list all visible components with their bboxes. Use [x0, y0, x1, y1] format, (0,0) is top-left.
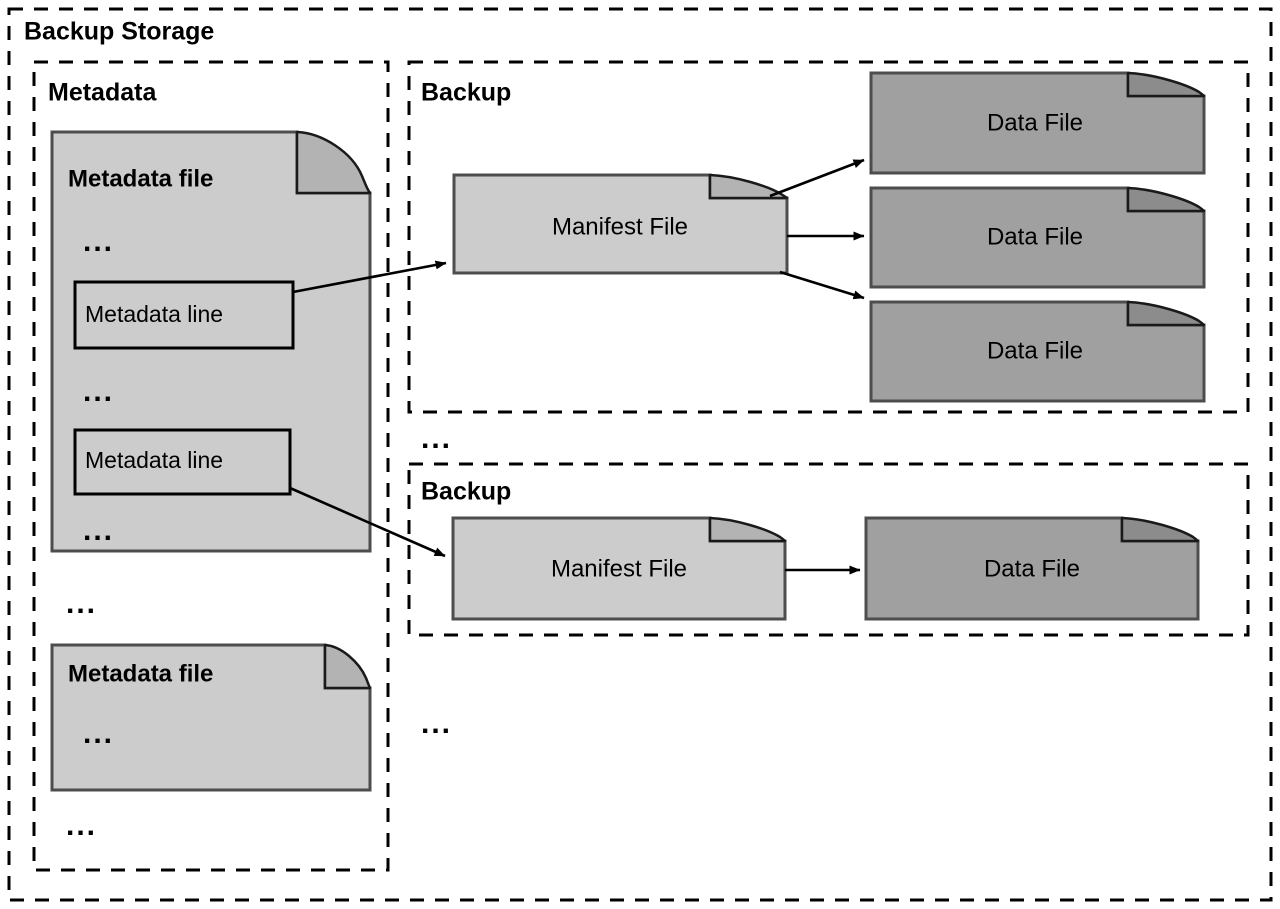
metadata-file-2-title: Metadata file [68, 660, 213, 687]
backups-ellipsis-between: ... [421, 422, 452, 455]
metadata-file-1-ellipsis-bottom: ... [83, 514, 114, 547]
metadata-file-1-title: Metadata file [68, 165, 213, 192]
backup-group-1-title: Backup [421, 79, 511, 107]
data-file-1[interactable]: Data File [869, 71, 1206, 175]
data-file-1-fold-icon [1126, 71, 1206, 98]
backup-group-2-title: Backup [421, 478, 511, 506]
metadata-file-1-ellipsis-middle: ... [83, 375, 114, 408]
manifest-file-2-label: Manifest File [551, 555, 687, 582]
metadata-file-2-fold-icon [323, 643, 372, 690]
backup-storage-container: Backup Storage [7, 7, 1273, 902]
metadata-file-2-ellipsis: ... [83, 717, 114, 750]
backup-group-1: Backup Manifest File Data File Data File [407, 60, 1250, 414]
metadata-file-1-ellipsis-top: ... [83, 225, 114, 258]
data-file-4[interactable]: Data File [864, 516, 1200, 621]
backup-group-2: Backup Manifest File Data File [407, 462, 1250, 637]
connector-metadataline1-to-manifest1 [292, 260, 447, 294]
data-file-3-fold-icon [1126, 300, 1206, 327]
metadata-group-border [32, 60, 390, 872]
backup-storage-border [7, 7, 1273, 902]
metadata-line-2-box [73, 428, 292, 496]
backup-group-1-border [407, 60, 1250, 414]
connector-manifest1-to-datafile3 [779, 270, 865, 300]
backup-group-2-border [407, 462, 1250, 637]
data-file-2-fold-icon [1126, 186, 1206, 213]
data-file-3[interactable]: Data File [869, 300, 1206, 403]
metadata-group-title: Metadata [48, 79, 157, 107]
data-file-1-label: Data File [987, 109, 1083, 136]
metadata-group: Metadata Metadata file ... Metadata line… [32, 60, 390, 872]
manifest-file-1-fold-icon [708, 173, 789, 200]
manifest-file-1[interactable]: Manifest File [452, 173, 789, 275]
metadata-file-1-fold-icon [295, 130, 372, 195]
metadata-line-1-box [73, 280, 295, 350]
metadata-line-2[interactable]: Metadata line [73, 428, 292, 496]
manifest-file-2[interactable]: Manifest File [451, 516, 787, 621]
metadata-file-2[interactable]: Metadata file ... [50, 643, 372, 792]
manifest-file-1-label: Manifest File [552, 213, 688, 240]
backups-ellipsis-below: ... [421, 707, 452, 740]
metadata-ellipsis-bottom: ... [66, 809, 97, 842]
connector-manifest1-to-datafile1 [769, 158, 865, 198]
data-file-2[interactable]: Data File [869, 186, 1206, 289]
metadata-line-1[interactable]: Metadata line [73, 280, 295, 350]
metadata-ellipsis-between-files: ... [66, 587, 97, 620]
data-file-4-label: Data File [984, 555, 1080, 582]
manifest-file-2-fold-icon [708, 516, 787, 543]
data-file-2-label: Data File [987, 223, 1083, 250]
data-file-3-label: Data File [987, 337, 1083, 364]
data-file-4-fold-icon [1120, 516, 1200, 543]
metadata-line-2-label: Metadata line [85, 447, 223, 473]
backup-storage-title: Backup Storage [24, 18, 214, 46]
metadata-line-1-label: Metadata line [85, 301, 223, 327]
metadata-file-1[interactable]: Metadata file ... Metadata line ... Meta… [50, 130, 372, 553]
connector-metadataline2-to-manifest2 [289, 486, 446, 558]
